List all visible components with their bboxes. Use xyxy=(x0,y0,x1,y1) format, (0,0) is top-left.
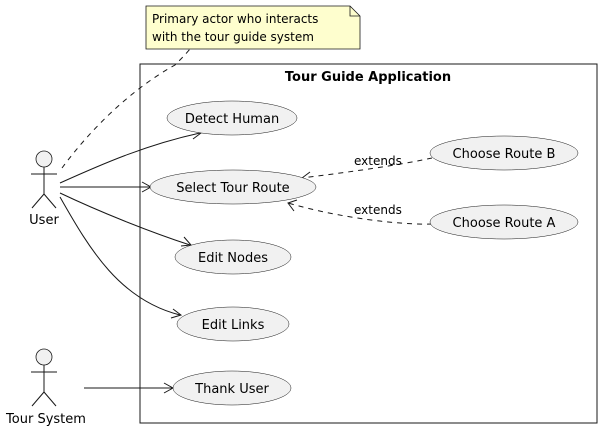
use-case-detect-human: Detect Human xyxy=(166,100,298,136)
tour-system-association xyxy=(84,382,175,394)
use-case-choose-route-a: Choose Route A xyxy=(429,204,579,240)
use-case-choose-route-b-label: Choose Route B xyxy=(453,147,556,162)
user-associations xyxy=(59,129,203,319)
extends-route-b-label: extends xyxy=(354,154,402,168)
extends-route-b-line xyxy=(301,157,433,179)
note-line-2: with the tour guide system xyxy=(152,30,314,44)
use-case-thank-user: Thank User xyxy=(172,370,292,406)
use-case-edit-links-label: Edit Links xyxy=(202,318,265,333)
assoc-edit-nodes xyxy=(59,192,191,246)
system-boundary: Tour Guide Application xyxy=(139,63,598,424)
extends-route-a-label: extends xyxy=(354,203,402,217)
use-case-thank-user-label: Thank User xyxy=(194,382,269,397)
note-connector xyxy=(61,48,191,169)
actor-user: User xyxy=(29,150,59,228)
use-case-choose-route-a-label: Choose Route A xyxy=(453,216,556,231)
use-case-select-tour-route: Select Tour Route xyxy=(149,169,317,205)
assoc-edit-links xyxy=(59,196,181,316)
user-actor-icon xyxy=(35,150,53,168)
assoc-detect-human xyxy=(59,132,201,184)
actor-tour-system: Tour System xyxy=(5,348,86,427)
use-case-detect-human-label: Detect Human xyxy=(185,112,279,127)
use-case-choose-route-b: Choose Route B xyxy=(429,135,579,171)
actor-tour-system-label: Tour System xyxy=(5,412,86,427)
extends-route-a-line xyxy=(287,202,433,225)
use-case-select-tour-route-label: Select Tour Route xyxy=(176,181,289,196)
use-case-edit-links: Edit Links xyxy=(176,306,290,342)
actor-user-label: User xyxy=(29,213,59,228)
tour-system-actor-icon xyxy=(35,348,53,366)
note-line-1: Primary actor who interacts xyxy=(152,12,318,26)
actor-note: Primary actor who interacts with the tou… xyxy=(145,5,361,50)
system-title: Tour Guide Application xyxy=(285,70,451,85)
use-case-edit-nodes-label: Edit Nodes xyxy=(198,251,268,266)
use-case-edit-nodes: Edit Nodes xyxy=(174,239,292,275)
